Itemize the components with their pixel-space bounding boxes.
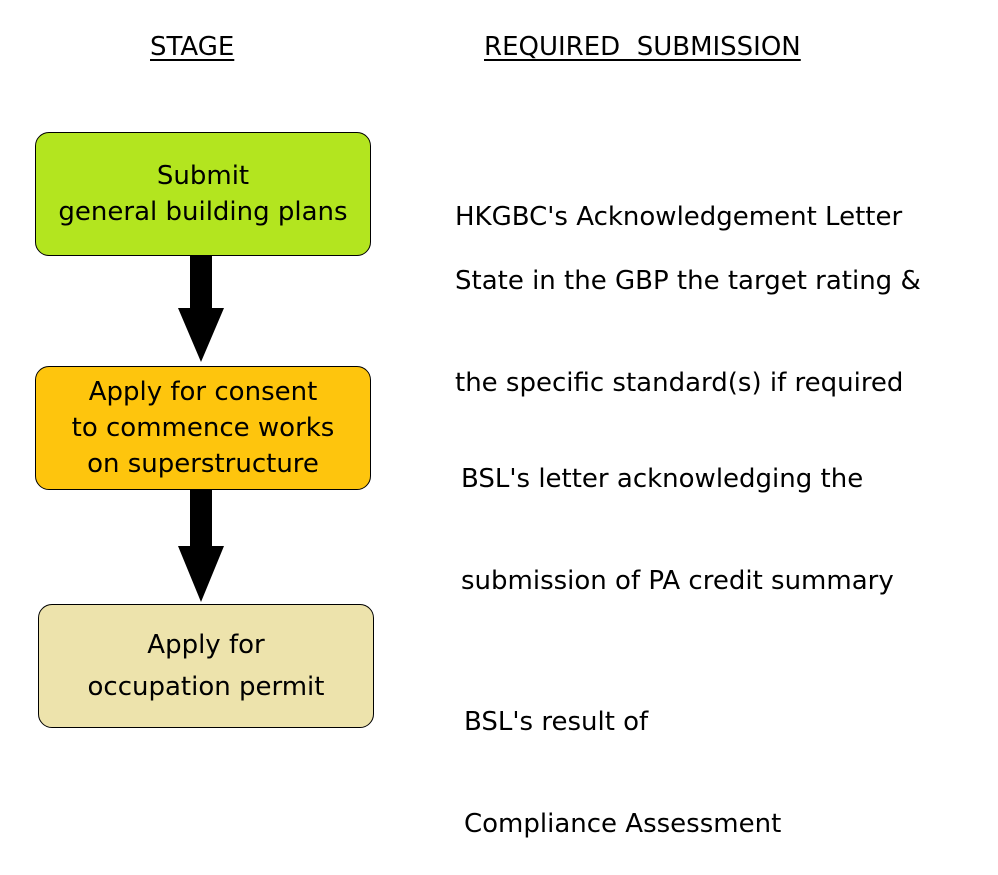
stage-box-label: to commence works	[71, 413, 335, 443]
submission-line: State in the GBP the target rating &	[455, 266, 921, 296]
stage-box-consent: Apply for consent to commence works on s…	[35, 366, 371, 490]
required-submission-header: REQUIRED SUBMISSION	[484, 32, 801, 62]
submission-text-stage3: BSL's result of Compliance Assessment	[464, 637, 781, 875]
submission-line: submission of PA credit summary	[461, 566, 894, 596]
submission-line: the specific standard(s) if required	[455, 368, 904, 398]
stage-box-submit-plans: Submit general building plans	[35, 132, 371, 256]
submission-text-stage2: BSL's letter acknowledging the submissio…	[461, 394, 894, 632]
down-arrow-2	[178, 490, 224, 602]
stage-box-occupation-permit: Apply for occupation permit	[38, 604, 374, 728]
stage-box-label: general building plans	[58, 197, 348, 227]
stage-box-label: Apply for	[147, 630, 265, 660]
submission-text-stage1-b: State in the GBP the target rating & the…	[455, 196, 921, 434]
stage-box-label: occupation permit	[87, 672, 325, 702]
arrow-shape	[178, 256, 224, 362]
submission-line: BSL's letter acknowledging the	[461, 464, 864, 494]
submission-line: Compliance Assessment	[464, 809, 782, 839]
stage-box-label: on superstructure	[87, 449, 319, 479]
submission-line: HKGBC's Acknowledgement Letter	[455, 202, 903, 232]
submission-text-stage1-a: HKGBC's Acknowledgement Letter	[455, 132, 902, 268]
down-arrow-1	[178, 256, 224, 362]
arrow-shape	[178, 490, 224, 602]
submission-line: BSL's result of	[464, 707, 649, 737]
stage-header: STAGE	[150, 32, 235, 62]
stage-box-label: Submit	[156, 161, 250, 191]
stage-box-label: Apply for consent	[88, 377, 318, 407]
